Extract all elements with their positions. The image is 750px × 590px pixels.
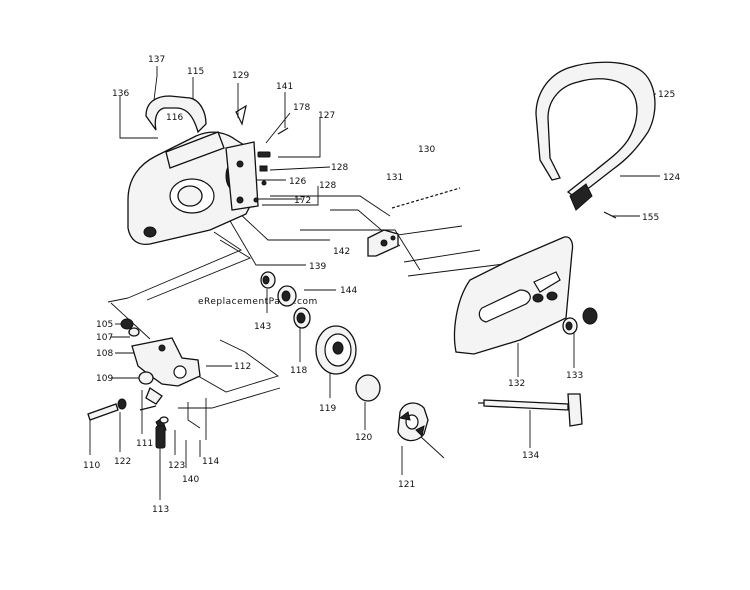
label-142: 142	[333, 247, 350, 257]
label-119: 119	[319, 404, 336, 414]
part-front-handle-124-125	[535, 61, 656, 219]
label-137: 137	[148, 55, 165, 65]
leader-lines	[89, 66, 660, 500]
part-spring-113	[155, 416, 169, 449]
label-172: 172	[294, 196, 311, 206]
label-114: 114	[202, 457, 219, 467]
part-clutch-121	[397, 402, 429, 442]
label-110: 110	[83, 461, 100, 471]
part-loop-handle-137	[145, 95, 207, 134]
label-126: 126	[289, 177, 306, 187]
label-155: 155	[642, 213, 659, 223]
label-128-upper: 128	[331, 163, 348, 173]
label-136: 136	[112, 89, 129, 99]
label-143: 143	[254, 322, 271, 332]
label-144: 144	[340, 286, 357, 296]
part-housing	[127, 131, 259, 246]
label-111: 111	[136, 439, 153, 449]
part-clutch-drum-119	[315, 325, 357, 375]
label-118: 118	[290, 366, 307, 376]
label-123: 123	[168, 461, 185, 471]
label-132: 132	[508, 379, 525, 389]
label-124: 124	[663, 173, 680, 183]
label-141: 141	[276, 82, 293, 92]
part-chain-cover-132	[453, 236, 574, 355]
label-113: 113	[152, 505, 169, 515]
label-128-lower: 128	[319, 181, 336, 191]
label-129: 129	[232, 71, 249, 81]
label-116: 116	[166, 113, 183, 123]
label-121: 121	[398, 480, 415, 490]
label-131: 131	[386, 173, 403, 183]
label-125: 125	[658, 90, 675, 100]
label-130: 130	[418, 145, 435, 155]
label-133: 133	[566, 371, 583, 381]
label-134: 134	[522, 451, 539, 461]
label-108: 108	[96, 349, 113, 359]
part-washer-120	[355, 374, 381, 402]
part-guide-bar-131	[367, 229, 399, 257]
label-107: 107	[96, 333, 113, 343]
part-washers	[260, 271, 311, 329]
label-109: 109	[96, 374, 113, 384]
label-105: 105	[96, 320, 113, 330]
part-oil-pump	[120, 318, 201, 405]
label-120: 120	[355, 433, 372, 443]
label-115: 115	[187, 67, 204, 77]
part-nuts-133	[562, 307, 598, 335]
part-small-fasteners	[235, 104, 289, 203]
label-178: 178	[293, 103, 310, 113]
watermark-text: eReplacementParts.com	[198, 297, 318, 307]
label-140: 140	[182, 475, 199, 485]
part-labels: 137 115 129 141 136 116 178 127 128 126 …	[83, 55, 680, 515]
part-chain-130	[391, 187, 461, 209]
label-139: 139	[309, 262, 326, 272]
label-112: 112	[234, 362, 251, 372]
part-scrench-134	[478, 393, 583, 427]
label-122: 122	[114, 457, 131, 467]
label-127: 127	[318, 111, 335, 121]
